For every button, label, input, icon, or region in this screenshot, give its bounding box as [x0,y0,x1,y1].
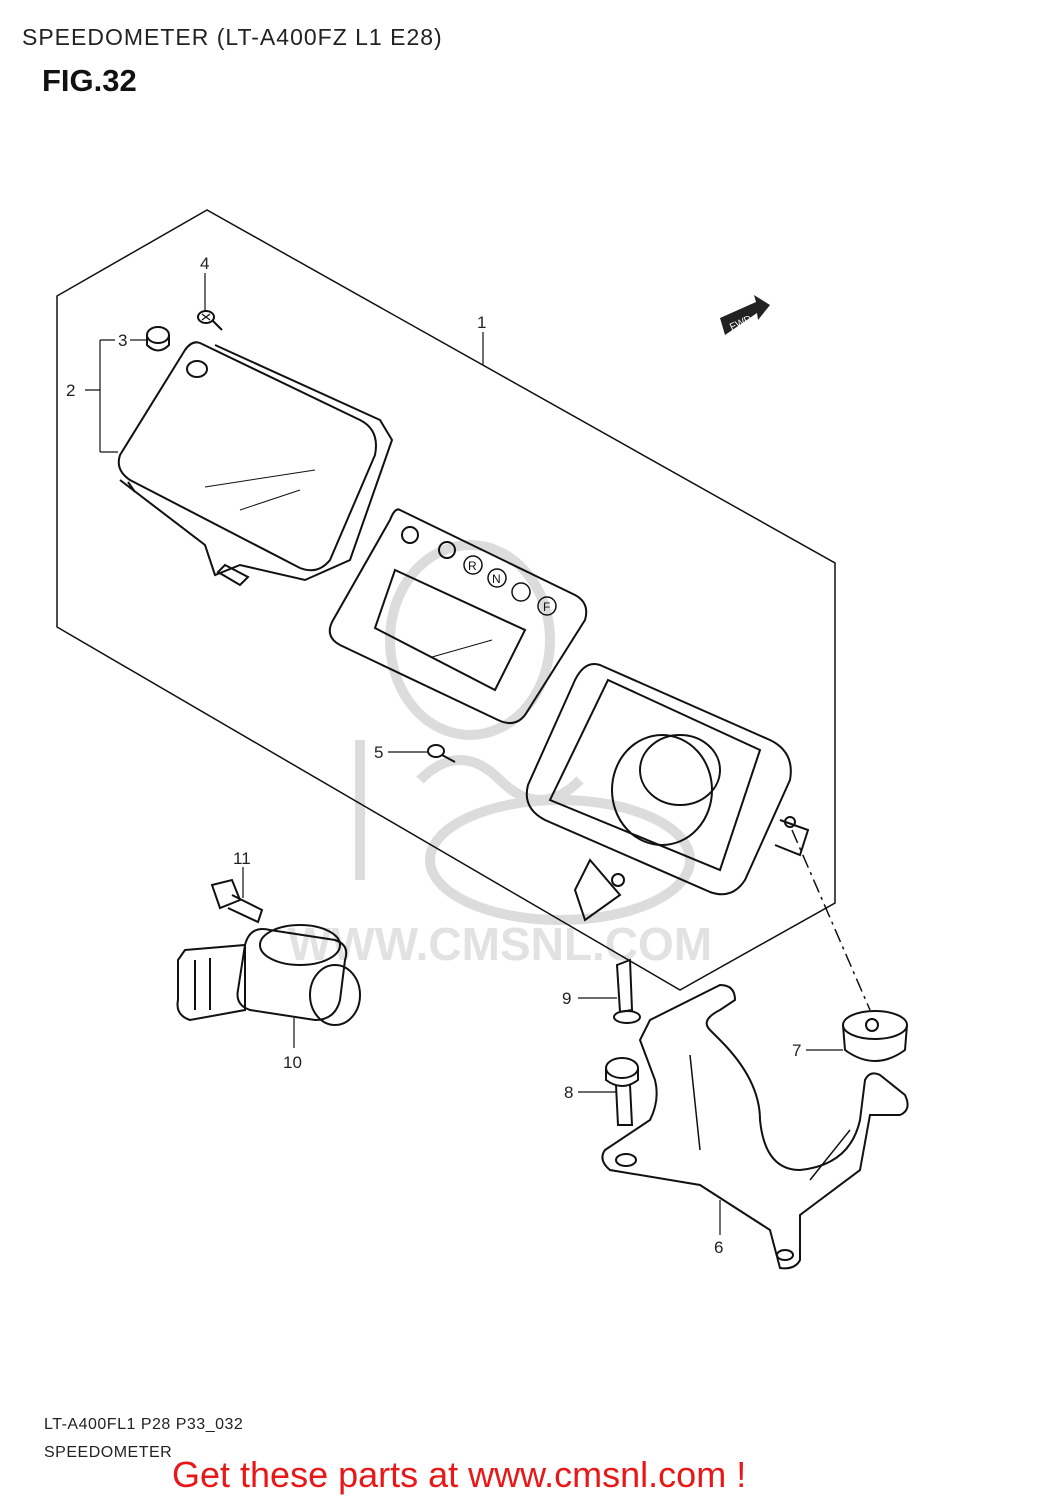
callout-2: 2 [66,339,118,453]
callout-1: 1 [477,313,486,365]
indicator-r-icon [463,555,483,575]
grommet [842,1010,908,1062]
callout-6: 6 [714,1200,723,1257]
callout-4: 4 [200,254,209,311]
callout-6-label: 6 [714,1238,723,1257]
meter-bracket [601,983,909,1270]
callout-3-label: 3 [118,331,127,350]
page-title: SPEEDOMETER (LT-A400FZ L1 E28) [22,24,443,50]
screw-small [427,744,456,763]
rubber-cap [146,326,170,352]
mounting-guide-line [791,829,871,1011]
callout-8-label: 8 [564,1083,573,1102]
meter-case [525,663,810,922]
callout-10-label: 10 [283,1053,302,1072]
callout-8: 8 [564,1083,616,1102]
callout-3: 3 [118,331,146,350]
callout-10: 10 [283,1018,302,1072]
callout-7: 7 [792,1041,843,1060]
figure-number: FIG.32 [42,63,137,98]
indicator-temp-icon [511,582,531,602]
diagram-code: LT-A400FL1 P28 P33_032 [44,1416,244,1433]
meter-cover [117,341,394,587]
callout-5-label: 5 [374,743,383,762]
indicator-f-icon [537,596,557,616]
indicator-r-label: R [468,559,477,573]
callout-11-label: 11 [233,849,251,868]
indicator-lamps: R N F [463,555,557,616]
callout-9: 9 [562,989,617,1008]
callout-7-label: 7 [792,1041,801,1060]
bolt-sensor [210,878,264,924]
callout-5: 5 [374,743,428,762]
callout-11: 11 [233,849,251,898]
speed-sensor [176,924,361,1026]
display-plate [328,508,588,725]
screw [197,310,223,331]
callout-4-label: 4 [200,254,209,273]
bolt-bracket [605,1057,639,1126]
indicator-n-label: N [492,572,501,586]
callout-2-label: 2 [66,381,75,400]
tapping-screw [613,958,641,1024]
promo-link[interactable]: Get these parts at www.cmsnl.com ! [172,1454,747,1495]
indicator-f-label: F [543,600,550,614]
watermark [355,540,695,925]
watermark-text: WWW.CMSNL.COM [288,918,712,970]
callout-1-label: 1 [477,313,486,332]
callout-9-label: 9 [562,989,571,1008]
fwd-arrow-icon: FWD [720,295,770,335]
assembly-outline [56,209,836,991]
indicator-n-icon [487,568,507,588]
diagram-name: SPEEDOMETER [44,1444,173,1461]
